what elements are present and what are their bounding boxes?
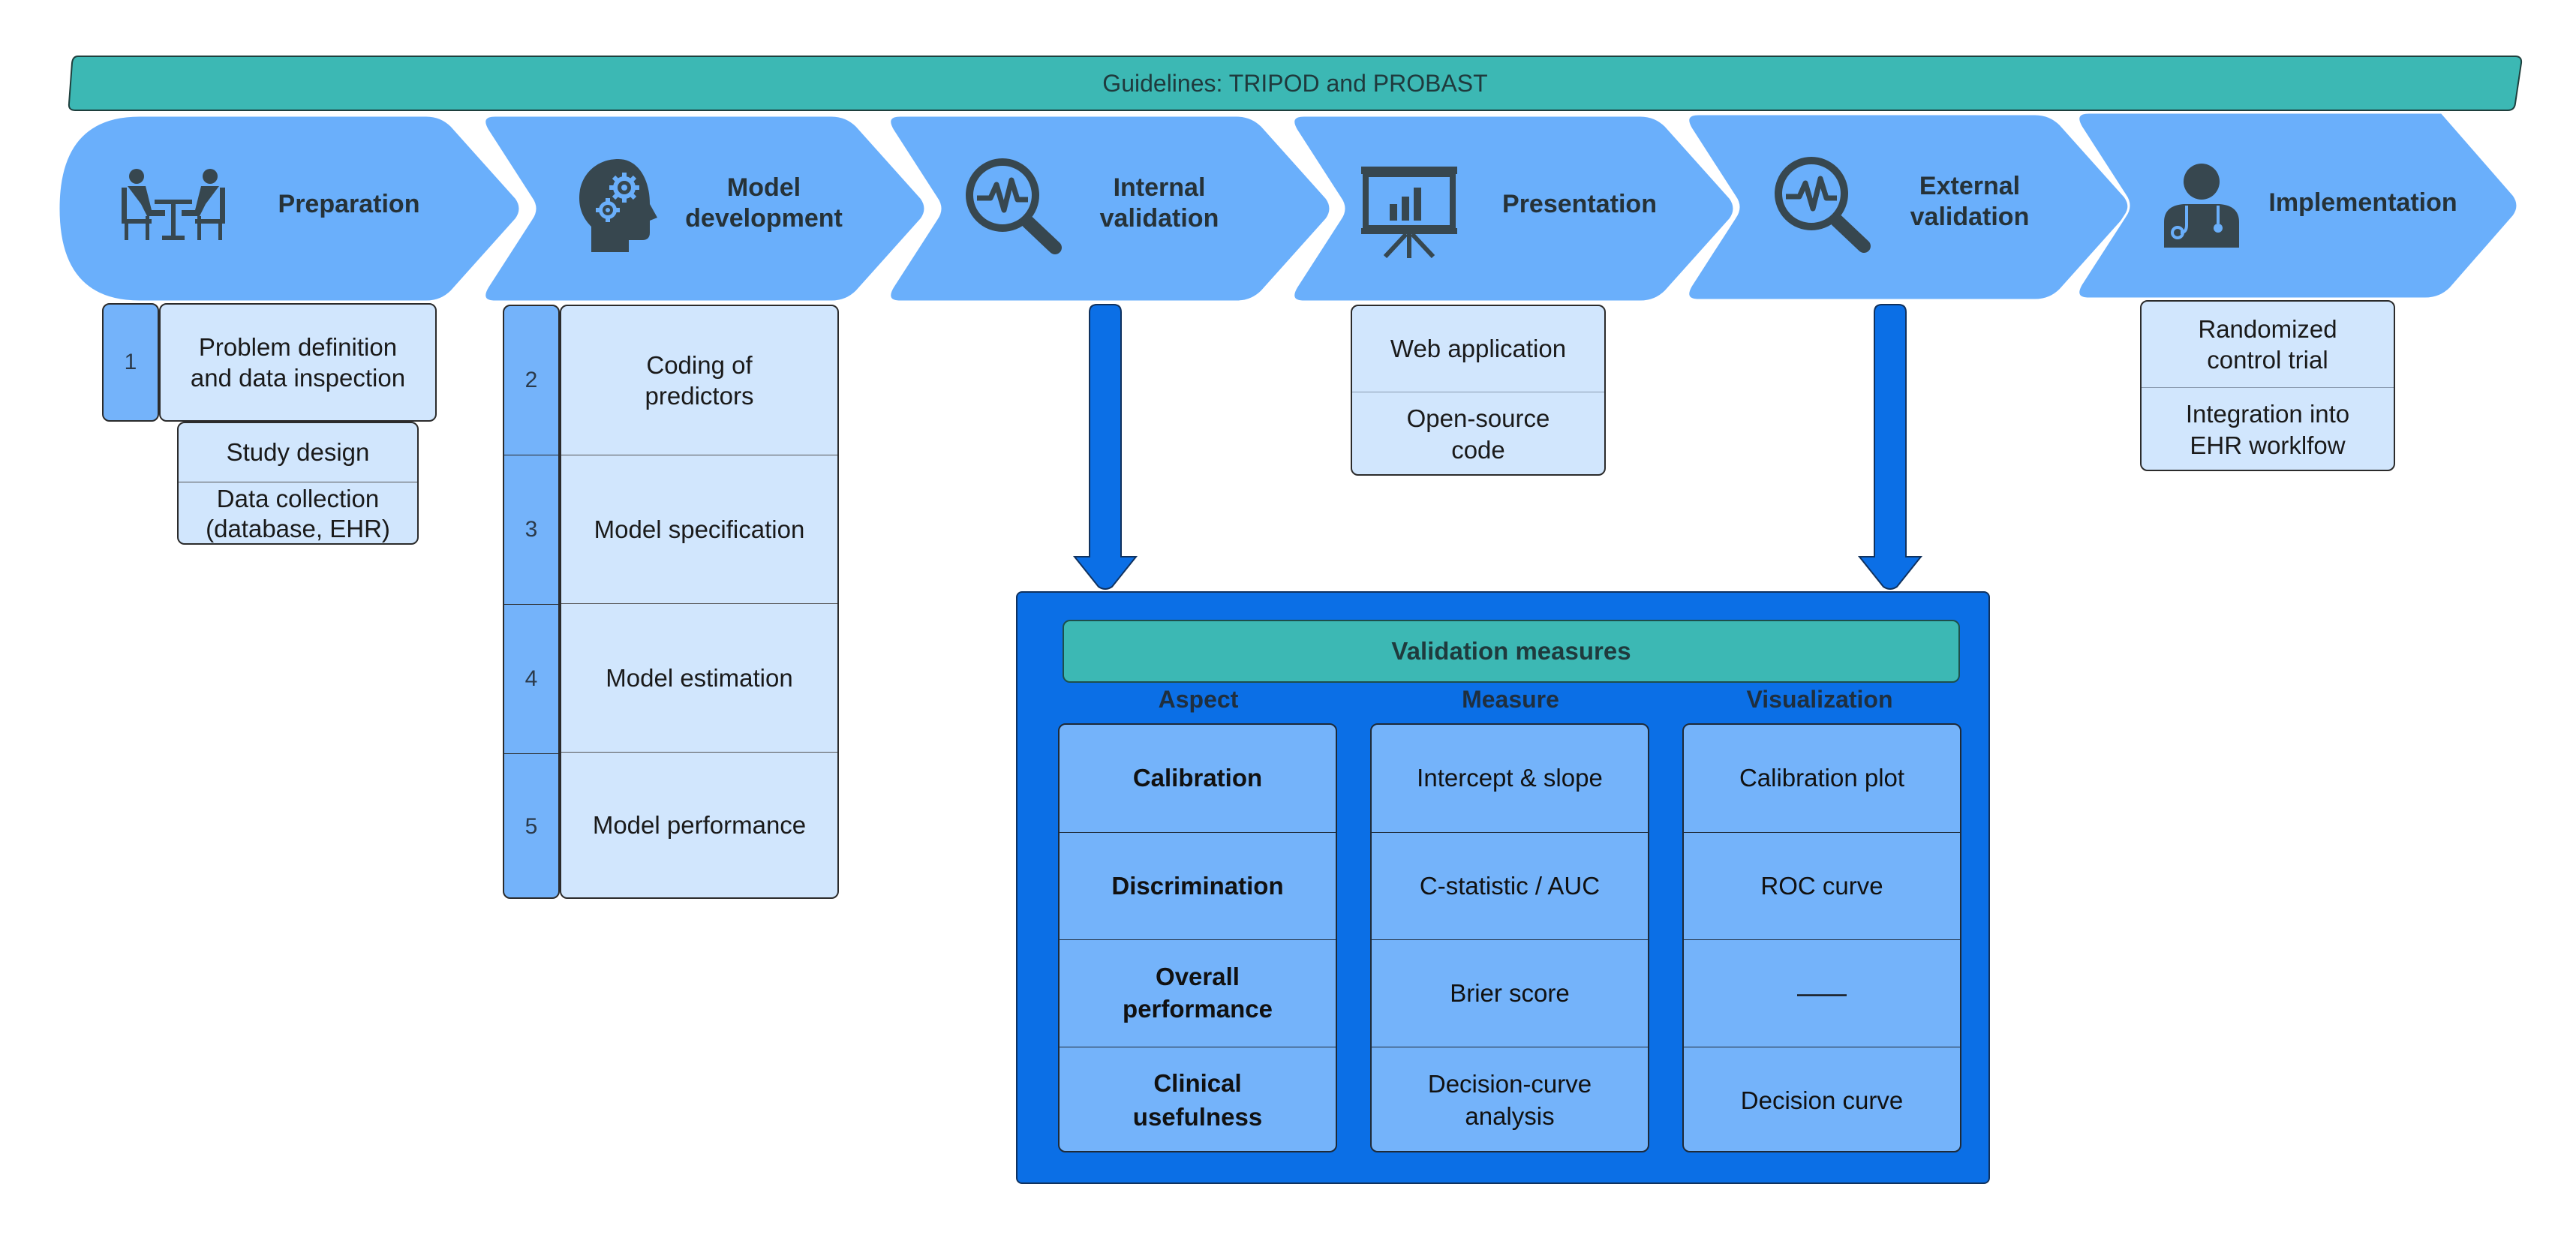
validation-title: Validation measures: [1063, 620, 1960, 683]
data-collection-item: Data collection (database, EHR): [179, 482, 417, 543]
stage-label-internal-validation: Internal validation: [1099, 173, 1219, 233]
stage-presentation: [1282, 114, 1739, 303]
stage-label-preparation: Preparation: [278, 190, 420, 218]
model-dev-number-column: 2 3 4 5: [503, 305, 560, 899]
model-dev-steps: Coding of predictors Model specification…: [560, 305, 839, 899]
measure-cell: C-statistic / AUC: [1372, 832, 1648, 939]
aspect-cell: Calibration: [1132, 764, 1263, 792]
coding-predictors-item: Coding of predictors: [645, 350, 754, 410]
measure-header: Measure: [1462, 686, 1559, 713]
step-number-2: 2: [525, 368, 538, 392]
implementation-items: Randomized control trial Integration int…: [2140, 300, 2395, 471]
stage-label-model-development: Model development: [685, 173, 843, 233]
step-number-4: 4: [504, 604, 558, 753]
step-number-1: 1: [102, 303, 159, 422]
magnifier-pulse-icon: [966, 158, 1062, 254]
aspect-cell: Overall performance: [1060, 939, 1336, 1047]
step-number-5: 5: [504, 753, 558, 900]
visualization-cell: Calibration plot: [1739, 764, 1905, 792]
doctor-icon: [2164, 164, 2239, 248]
stage-label-external-validation: External validation: [1910, 172, 2030, 231]
problem-definition-box: Problem definition and data inspection: [159, 303, 437, 422]
stage-label-implementation: Implementation: [2268, 188, 2457, 217]
open-source-code-item: Open-source code: [1352, 392, 1604, 474]
aspect-header: Aspect: [1158, 686, 1239, 713]
internal-validation-arrow: [1072, 304, 1138, 590]
study-design-item: Study design: [226, 438, 370, 467]
step-number-3: 3: [504, 455, 558, 604]
preparation-subitems: Study design Data collection (database, …: [177, 422, 419, 545]
aspect-column: Calibration Discrimination Overall perfo…: [1058, 723, 1337, 1152]
visualization-column: Calibration plot ROC curve —— Decision c…: [1682, 723, 1961, 1152]
model-specification-item: Model specification: [561, 455, 837, 603]
visualization-header: Visualization: [1746, 686, 1893, 713]
measure-cell: Decision-curve analysis: [1372, 1047, 1648, 1151]
stage-preparation: [57, 114, 525, 303]
head-gears-icon: [579, 159, 657, 252]
stage-implementation: [2067, 111, 2521, 300]
presentation-board-icon: [1361, 167, 1457, 258]
visualization-cell: ROC curve: [1684, 832, 1960, 939]
visualization-cell: ——: [1684, 939, 1960, 1047]
guidelines-banner: Guidelines: TRIPOD and PROBAST: [68, 56, 2523, 111]
measure-cell: Intercept & slope: [1417, 764, 1603, 792]
model-estimation-item: Model estimation: [561, 603, 837, 752]
stage-model-development: [473, 114, 930, 303]
stage-label-presentation: Presentation: [1502, 190, 1657, 218]
visualization-cell: Decision curve: [1684, 1047, 1960, 1151]
web-application-item: Web application: [1390, 335, 1567, 363]
aspect-cell: Discrimination: [1060, 832, 1336, 939]
aspect-cell: Clinical usefulness: [1060, 1047, 1336, 1151]
guidelines-text: Guidelines: TRIPOD and PROBAST: [1102, 69, 1488, 97]
magnifier-pulse-icon: [1775, 157, 1871, 253]
measure-column: Intercept & slope C-statistic / AUC Brie…: [1370, 723, 1649, 1152]
meeting-icon: [122, 169, 225, 240]
model-performance-item: Model performance: [561, 752, 837, 897]
randomized-trial-item: Randomized control trial: [2198, 314, 2337, 374]
presentation-items: Web application Open-source code: [1351, 305, 1606, 476]
measure-cell: Brier score: [1372, 939, 1648, 1047]
ehr-integration-item: Integration into EHR worklfow: [2142, 387, 2394, 470]
external-validation-arrow: [1857, 304, 1923, 590]
